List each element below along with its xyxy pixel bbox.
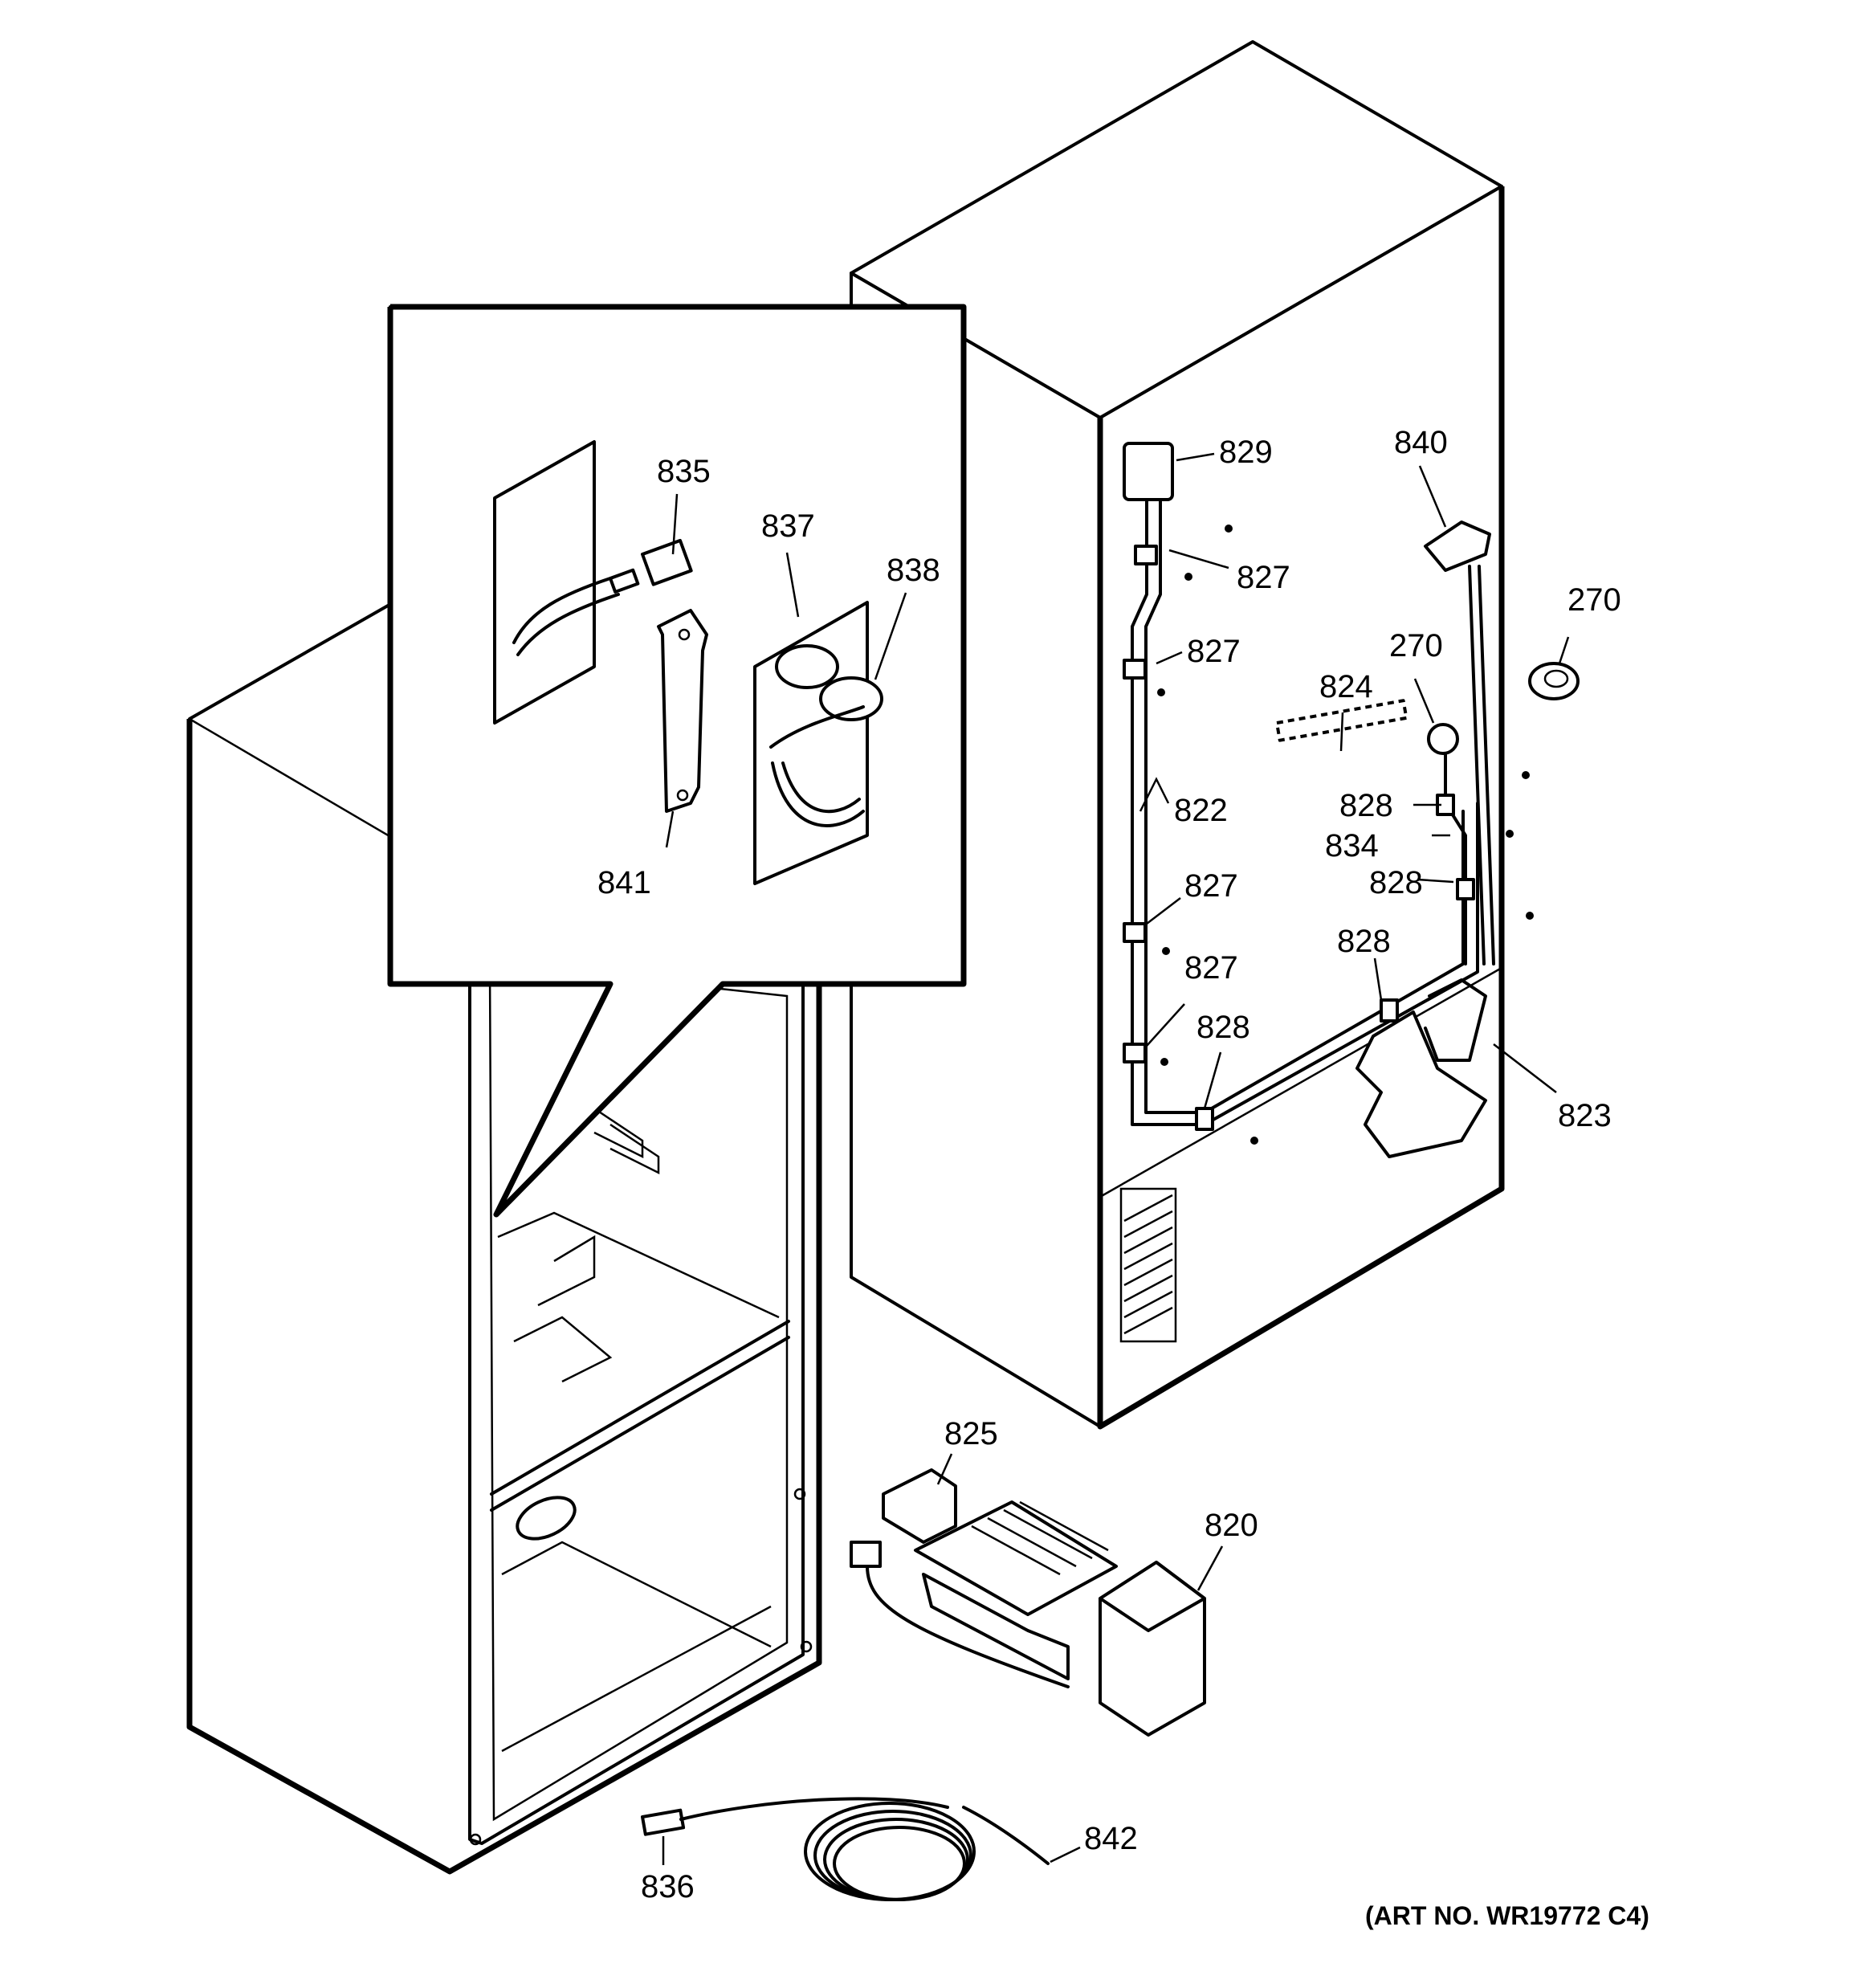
label-837: 837 (761, 508, 815, 544)
label-834: 834 (1325, 828, 1379, 863)
label-270-a: 270 (1567, 582, 1621, 618)
label-820: 820 (1205, 1508, 1258, 1543)
label-827-d: 827 (1184, 950, 1238, 986)
label-841: 841 (597, 865, 651, 900)
label-829: 829 (1219, 435, 1273, 470)
label-838: 838 (887, 553, 940, 588)
cap-part-270 (1528, 662, 1580, 700)
screws (1157, 525, 1534, 1145)
part-labels: 829 840 827 827 270 270 824 822 828 834 … (597, 425, 1649, 1930)
label-840: 840 (1394, 425, 1448, 460)
label-828-c: 828 (1337, 924, 1391, 959)
label-827-b: 827 (1187, 634, 1241, 669)
label-824: 824 (1319, 669, 1373, 704)
ice-maker-assembly (850, 1468, 1206, 1737)
label-835: 835 (657, 454, 711, 489)
water-tubing-coil (641, 1797, 1050, 1901)
label-827-a: 827 (1237, 560, 1290, 595)
label-823: 823 (1558, 1098, 1612, 1133)
leader-lines (662, 452, 1570, 1865)
label-828-a: 828 (1339, 788, 1393, 823)
label-828-b: 828 (1369, 865, 1423, 900)
label-828-d: 828 (1196, 1010, 1250, 1045)
art-number: (ART NO. WR19772 C4) (1365, 1901, 1649, 1930)
vent-grille (1119, 1187, 1177, 1343)
label-822: 822 (1174, 793, 1228, 828)
label-825: 825 (944, 1416, 998, 1451)
inset-callout (387, 304, 967, 1218)
label-842: 842 (1084, 1821, 1138, 1856)
label-270-b: 270 (1389, 628, 1443, 663)
water-tubing (1123, 442, 1479, 1131)
label-827-c: 827 (1184, 868, 1238, 904)
label-836: 836 (641, 1869, 695, 1904)
